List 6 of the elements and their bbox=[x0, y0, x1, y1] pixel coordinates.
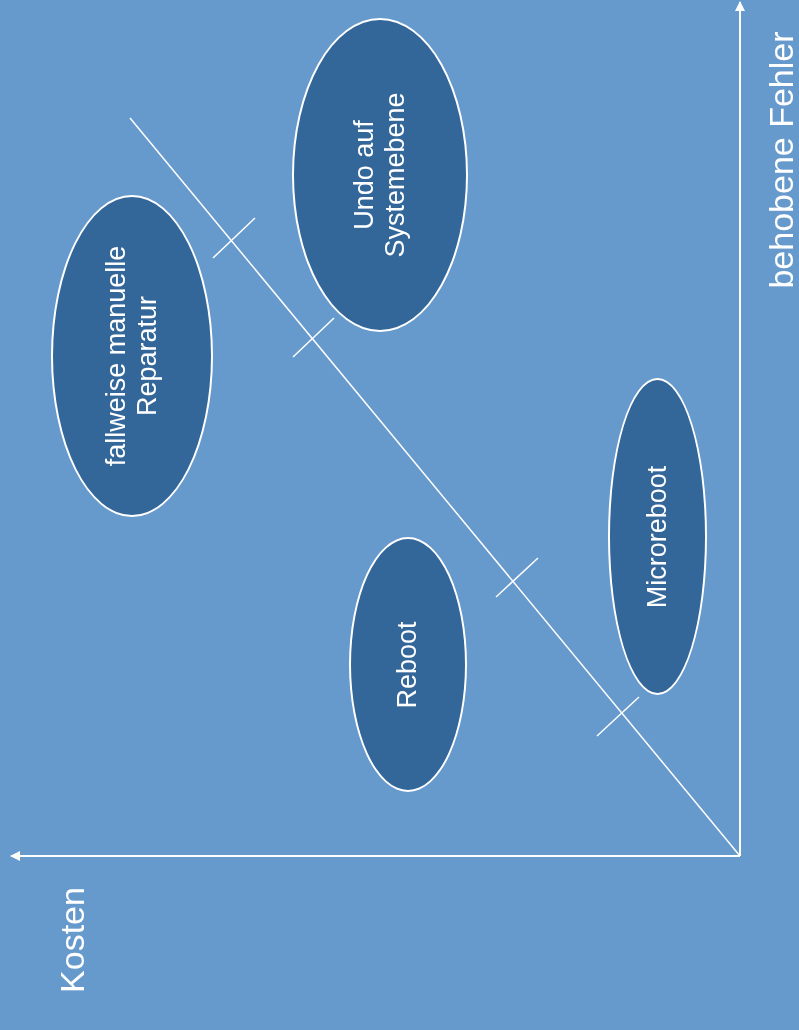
axis-label: behobene Fehler bbox=[764, 31, 798, 289]
node-label: fallweise manuelle Reparatur bbox=[100, 244, 163, 469]
node-label: Undo auf Systemebene bbox=[348, 91, 411, 260]
node-label: Microreboot bbox=[642, 464, 673, 610]
node-label: Reboot bbox=[392, 619, 424, 711]
axis-label: Kosten bbox=[55, 887, 89, 993]
